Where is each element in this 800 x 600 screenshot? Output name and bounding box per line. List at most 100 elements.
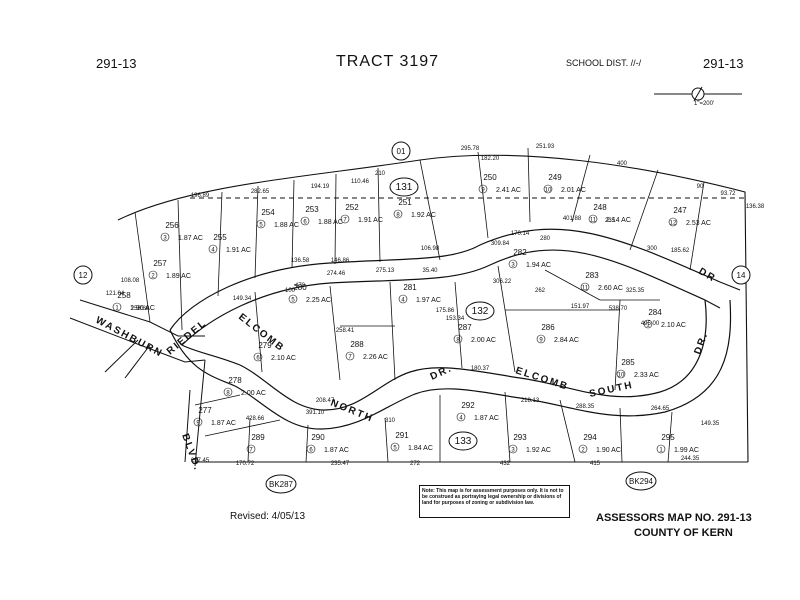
dimension-label: 244.35 bbox=[681, 456, 700, 462]
lot-sub-number: 11 bbox=[582, 286, 589, 292]
dimension-label: 110.46 bbox=[351, 179, 370, 185]
dimension-label: 235.47 bbox=[331, 461, 350, 467]
lot-sub-circle bbox=[398, 294, 408, 304]
disclaimer-note: Note: This map is for assessment purpose… bbox=[419, 485, 570, 518]
lot-number: 280 bbox=[293, 283, 307, 292]
lot-number: 284 bbox=[648, 308, 662, 317]
lot-sub-circle bbox=[253, 352, 263, 362]
lot-sub-circle bbox=[256, 219, 266, 229]
ref-12: 12 bbox=[79, 271, 88, 280]
street-dr-1: DR. bbox=[429, 363, 455, 383]
lot-area: 1.87 AC bbox=[324, 447, 349, 454]
lot-area: 1.88 AC bbox=[318, 219, 343, 226]
dimension-label: 309.84 bbox=[491, 241, 510, 247]
map-title: TRACT 3197 bbox=[336, 53, 440, 70]
lot-number: 286 bbox=[541, 323, 555, 332]
lot-number: 256 bbox=[165, 221, 179, 230]
lot-sub-number: 6 bbox=[309, 448, 313, 454]
lot-number: 289 bbox=[251, 433, 265, 442]
assessors-map-number: ASSESSORS MAP NO. 291-13 bbox=[596, 512, 752, 524]
lot-area: 1.99 AC bbox=[674, 447, 699, 454]
lot-sub-circle bbox=[616, 369, 626, 379]
lot-number: 282 bbox=[513, 248, 527, 257]
dimension-label: 432 bbox=[500, 461, 511, 467]
lot-number: 277 bbox=[198, 406, 212, 415]
lot-number: 292 bbox=[461, 401, 475, 410]
school-district: SCHOOL DIST. //-/ bbox=[566, 58, 642, 68]
lot-sub-circle bbox=[656, 444, 666, 454]
lot-number: 290 bbox=[311, 433, 325, 442]
parcel-lot-284: 284 1 2.10 AC bbox=[643, 308, 686, 329]
block-131: 131 bbox=[396, 182, 413, 193]
lot-sub-circle bbox=[543, 184, 553, 194]
dimension-label: 136.38 bbox=[746, 204, 765, 210]
page-number-left: 291-13 bbox=[96, 56, 137, 71]
lot-area: 2.33 AC bbox=[634, 372, 659, 379]
dimension-label: 180.37 bbox=[471, 366, 490, 372]
street-labels: WASHBURN RIEDEL ELCOMB NORTH DR. ELCOMB … bbox=[94, 266, 718, 473]
dimension-label: 400 bbox=[617, 161, 628, 167]
lot-area: 2.84 AC bbox=[554, 337, 579, 344]
dimension-label: 136.58 bbox=[291, 258, 310, 264]
lot-sub-circle bbox=[223, 387, 233, 397]
lot-sub-number: 6 bbox=[303, 220, 307, 226]
dimension-label: 90 bbox=[697, 184, 704, 190]
lot-sub-number: 9 bbox=[539, 338, 543, 344]
lot-number: 294 bbox=[583, 433, 597, 442]
dimension-label: 288.35 bbox=[576, 404, 595, 410]
lot-sub-circle bbox=[193, 417, 203, 427]
lot-area: 2.10 AC bbox=[661, 322, 686, 329]
scale-label: 1"=200' bbox=[694, 101, 714, 107]
lot-sub-number: 3 bbox=[511, 263, 515, 269]
dimension-label: 185.62 bbox=[671, 248, 690, 254]
lot-sub-circle bbox=[390, 442, 400, 452]
lot-sub-number: 1 bbox=[646, 323, 650, 329]
dimension-label: 274.46 bbox=[327, 271, 346, 277]
lot-sub-circle bbox=[393, 209, 403, 219]
dimension-label: 208.47 bbox=[316, 398, 335, 404]
dimension-label: 121.04 bbox=[106, 291, 125, 297]
lot-sub-number: 10 bbox=[545, 188, 552, 194]
ref-bk294: BK294 bbox=[629, 477, 654, 486]
lot-number: 248 bbox=[593, 203, 607, 212]
lot-number: 255 bbox=[213, 233, 227, 242]
lot-sub-number: 3 bbox=[163, 236, 167, 242]
lot-number: 281 bbox=[403, 283, 417, 292]
lot-sub-circle bbox=[668, 217, 678, 227]
lot-sub-number: 4 bbox=[401, 298, 405, 304]
lot-number: 293 bbox=[513, 433, 527, 442]
lot-number: 283 bbox=[585, 271, 599, 280]
dimension-label: 149.34 bbox=[233, 296, 252, 302]
lot-sub-number: 2 bbox=[581, 448, 585, 454]
lot-area: 2.00 AC bbox=[241, 390, 266, 397]
lot-sub-circle bbox=[148, 270, 158, 280]
dimension-label: 401.88 bbox=[563, 216, 582, 222]
elcomb-loop bbox=[169, 228, 741, 430]
dimension-label: 470 bbox=[295, 283, 306, 289]
lot-sub-circle bbox=[643, 319, 653, 329]
lot-sub-circle bbox=[246, 444, 256, 454]
lot-number: 288 bbox=[350, 340, 364, 349]
lot-number: 279 bbox=[258, 341, 272, 350]
lot-sub-number: 4 bbox=[211, 248, 215, 254]
lot-number: 249 bbox=[548, 173, 562, 182]
lot-sub-circle bbox=[300, 216, 310, 226]
lot-sub-circle bbox=[345, 351, 355, 361]
lot-number: 253 bbox=[305, 205, 319, 214]
lot-area: 2.01 AC bbox=[561, 187, 586, 194]
